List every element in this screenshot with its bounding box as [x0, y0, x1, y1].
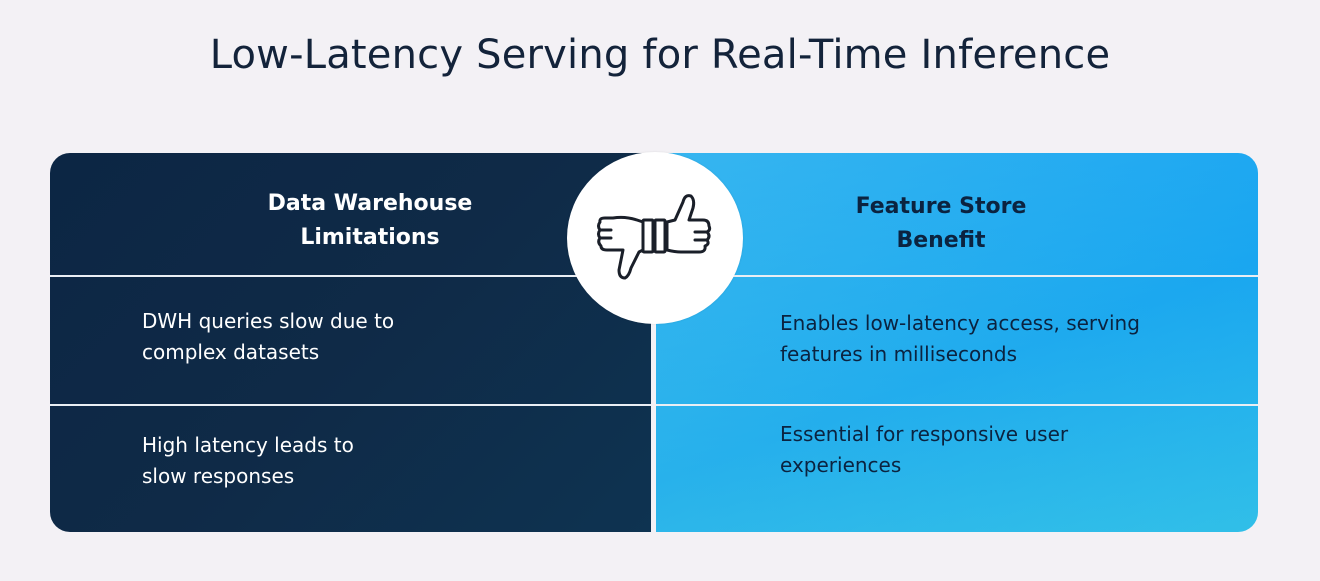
- page-title: Low-Latency Serving for Real-Time Infere…: [209, 32, 1111, 78]
- fs-row-1-line1: Enables low-latency access, serving: [780, 311, 1140, 335]
- fs-row-1: Enables low-latency access, serving feat…: [780, 308, 1220, 370]
- fs-row-1-line2: features in milliseconds: [780, 342, 1018, 366]
- feature-store-header: Feature Store Benefit: [771, 190, 1111, 258]
- dwh-row-2-line1: High latency leads to: [142, 433, 354, 457]
- thumbs-down-up-icon: [597, 194, 712, 280]
- fs-row-2-line1: Essential for responsive user: [780, 422, 1069, 446]
- dwh-row-1-line2: complex datasets: [142, 340, 320, 364]
- dwh-row-1-line1: DWH queries slow due to: [142, 309, 395, 333]
- dwh-row-2: High latency leads to slow responses: [142, 430, 582, 492]
- feature-store-header-line1: Feature Store: [855, 194, 1027, 219]
- feature-store-panel: Feature Store Benefit Enables low-latenc…: [656, 153, 1258, 532]
- data-warehouse-header: Data Warehouse Limitations: [200, 187, 540, 255]
- fs-row-2-line2: experiences: [780, 453, 902, 477]
- data-warehouse-panel: Data Warehouse Limitations DWH queries s…: [50, 153, 651, 532]
- dwh-row-1: DWH queries slow due to complex datasets: [142, 306, 582, 368]
- row-divider: [656, 275, 1258, 277]
- row-divider: [50, 404, 651, 406]
- row-divider: [656, 404, 1258, 406]
- feature-store-header-line2: Benefit: [896, 228, 986, 253]
- dwh-row-2-line2: slow responses: [142, 464, 295, 488]
- row-divider: [50, 275, 651, 277]
- fs-row-2: Essential for responsive user experience…: [780, 419, 1220, 481]
- thumbs-badge: [567, 152, 743, 324]
- data-warehouse-header-line1: Data Warehouse: [267, 191, 473, 216]
- data-warehouse-header-line2: Limitations: [300, 225, 440, 250]
